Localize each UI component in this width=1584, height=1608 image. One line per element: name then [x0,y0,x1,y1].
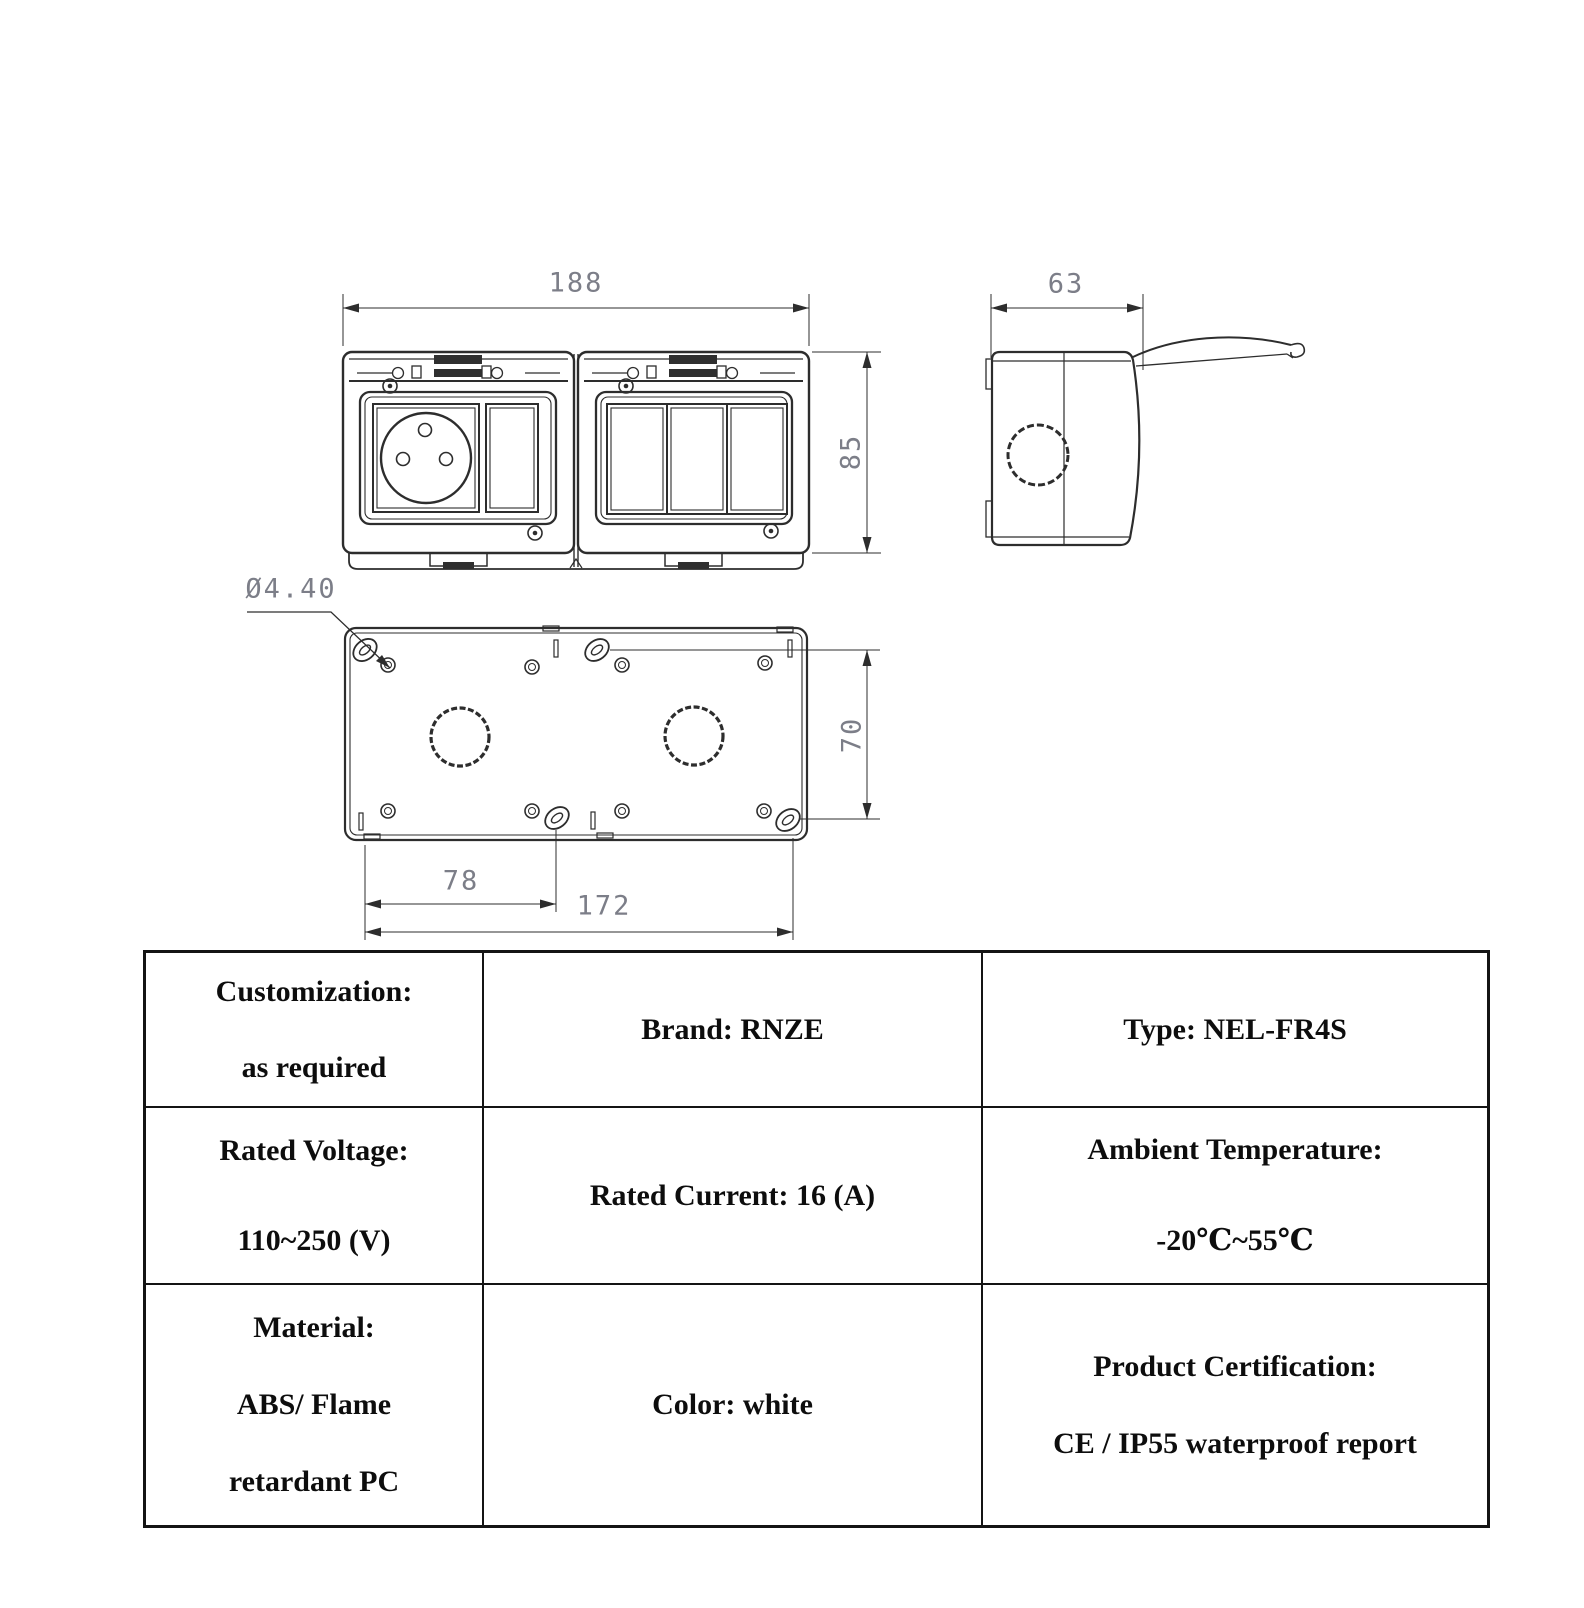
dim-label-front-width: 188 [548,267,604,299]
side-view-drawing [985,294,1306,547]
spec-cell-rated-current: Rated Current: 16 (A) [484,1108,983,1285]
spec-cell-color: Color: white [484,1285,983,1525]
back-view-drawing [247,611,880,940]
front-view-drawing [341,294,881,570]
dim-label-back-width: 172 [576,890,632,922]
spec-cell-rated-voltage: Rated Voltage: 110~250 (V) [146,1108,484,1285]
dim-back-width [365,838,794,940]
spec-text: retardant PC [228,1465,400,1498]
screw-holes [380,655,773,819]
spec-text: Material: [253,1311,375,1344]
engineering-drawing [247,294,1306,940]
spec-text: 110~250 (V) [237,1223,391,1257]
latch-tabs [429,552,723,569]
spec-cell-material: Material: ABS/ Flame retardant PC [146,1285,484,1525]
hinge-strip-left [349,355,568,382]
spec-cell-type: Type: NEL-FR4S [983,953,1487,1108]
dim-side-depth [990,294,1144,370]
spec-text: Customization: [215,974,413,1008]
dim-back-height [610,649,880,820]
spec-text: as required [241,1050,387,1084]
edge-notches [358,625,794,840]
knockout-hole-right [663,705,725,767]
spec-text: Ambient Temperature: [1087,1133,1383,1166]
knockout-hole-left [429,706,491,768]
spec-table: Customization: as required Brand: RNZE T… [143,950,1490,1528]
dim-back-spacing-left [364,830,557,940]
front-screws [382,378,779,541]
spec-cell-brand: Brand: RNZE [484,953,983,1108]
dim-label-mount-hole-diameter: Ø4.40 [245,573,337,605]
spec-text: Rated Current: 16 (A) [589,1178,876,1212]
spec-text: Product Certification: [1093,1349,1377,1383]
spec-text: Color: white [652,1388,813,1421]
spec-text: Rated Voltage: [219,1133,409,1167]
spec-text: ABS/ Flame [236,1388,392,1421]
spec-cell-certification: Product Certification: CE / IP55 waterpr… [983,1285,1487,1525]
dim-front-height [812,351,881,554]
french-socket-outlet [372,403,480,513]
hinge-strip-right [584,355,803,382]
spec-cell-ambient-temperature: Ambient Temperature: -20℃~55℃ [983,1108,1487,1285]
dim-front-width [342,294,810,346]
dim-label-front-height: 85 [835,433,867,471]
dim-label-side-depth: 63 [1047,268,1085,300]
mounting-slots [352,638,801,832]
spec-text: Brand: RNZE [641,1012,824,1046]
rocker-switches [606,403,788,515]
dim-label-back-spacing-left: 78 [442,865,480,897]
leader-mount-hole [247,611,391,669]
open-lid [1125,336,1306,367]
cable-entry-hole-side [1006,423,1070,487]
blank-strip-panel [485,403,539,513]
spec-text: -20℃~55℃ [1156,1224,1314,1257]
spec-cell-customization: Customization: as required [146,953,484,1108]
dim-label-back-height: 70 [836,716,868,754]
spec-text: Type: NEL-FR4S [1123,1012,1347,1046]
spec-text: CE / IP55 waterproof report [1053,1426,1417,1460]
